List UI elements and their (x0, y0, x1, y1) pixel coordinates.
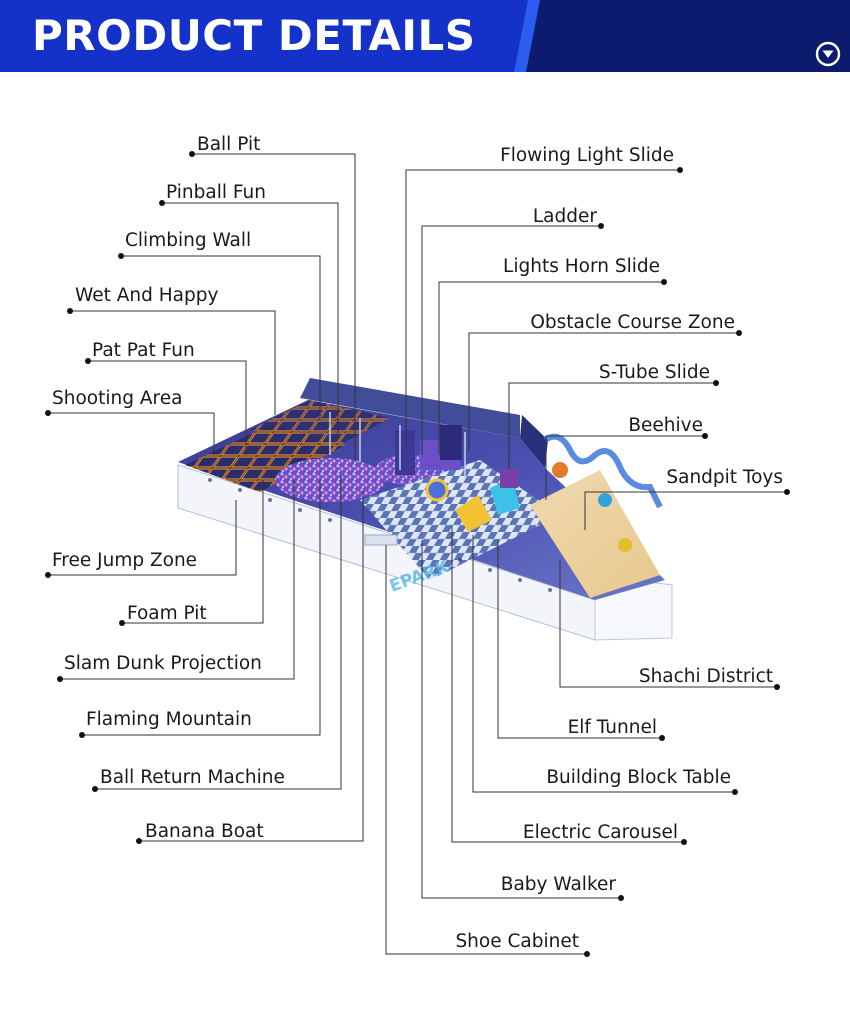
leader-ball-pit (192, 153, 356, 460)
banner-accent-stripe (514, 0, 540, 72)
label-shachi-district: Shachi District (638, 666, 773, 687)
leader-pat-pat-fun (88, 360, 247, 455)
label-banana-boat: Banana Boat (145, 821, 264, 842)
page-title: PRODUCT DETAILS (32, 11, 476, 60)
chevron-down-circle-icon[interactable] (815, 41, 841, 67)
label-shooting-area: Shooting Area (52, 388, 183, 409)
leader-dots (45, 151, 790, 957)
label-sandpit-toys: Sandpit Toys (666, 467, 783, 488)
leader-shachi (559, 560, 777, 688)
leader-foam-pit (122, 480, 264, 624)
label-s-tube-slide: S-Tube Slide (598, 362, 710, 383)
leader-shooting-area (48, 412, 215, 455)
leader-lines (48, 153, 787, 955)
leader-building-block (472, 535, 735, 793)
header-banner (0, 0, 850, 72)
leader-flowing-light-slide (405, 169, 680, 445)
label-pat-pat-fun: Pat Pat Fun (92, 340, 195, 361)
label-baby-walker: Baby Walker (500, 874, 616, 895)
label-elf-tunnel: Elf Tunnel (567, 717, 657, 738)
leader-slam-dunk (60, 480, 295, 680)
label-ladder: Ladder (532, 206, 597, 227)
leader-free-jump-zone (48, 500, 237, 576)
label-slam-dunk-projection: Slam Dunk Projection (64, 653, 262, 674)
leader-lights-horn (438, 281, 664, 455)
label-obstacle-course-zone: Obstacle Course Zone (530, 312, 735, 333)
label-pinball-fun: Pinball Fun (166, 182, 266, 203)
leader-flaming-mountain (82, 480, 321, 736)
label-electric-carousel: Electric Carousel (522, 822, 678, 843)
label-flowing-light-slide: Flowing Light Slide (500, 145, 674, 166)
label-lights-horn-slide: Lights Horn Slide (503, 256, 660, 277)
banner-blue-band (0, 0, 528, 72)
leader-beehive (545, 435, 705, 500)
leader-s-tube (508, 382, 716, 470)
label-free-jump-zone: Free Jump Zone (52, 550, 198, 571)
leader-obstacle-course (468, 332, 739, 450)
label-ball-pit: Ball Pit (197, 134, 261, 155)
label-building-block-table: Building Block Table (546, 767, 731, 788)
playground-model (177, 378, 673, 641)
leader-climbing-wall (121, 255, 321, 420)
leader-baby-walker (421, 540, 621, 899)
label-ball-return-machine: Ball Return Machine (100, 767, 285, 788)
leader-pinball-fun (162, 202, 339, 440)
leader-ball-return (95, 475, 342, 790)
leader-shoe-cabinet (385, 545, 587, 955)
label-wet-and-happy: Wet And Happy (75, 285, 219, 306)
leader-electric-carousel (451, 525, 684, 843)
label-shoe-cabinet: Shoe Cabinet (455, 931, 579, 952)
leader-sandpit-toys (584, 491, 787, 530)
label-flaming-mountain: Flaming Mountain (86, 709, 252, 730)
leader-wet-and-happy (70, 310, 276, 415)
leader-banana-boat (139, 490, 364, 842)
leader-ladder (421, 225, 601, 455)
label-beehive: Beehive (628, 415, 703, 436)
label-foam-pit: Foam Pit (127, 603, 207, 624)
leader-elf-tunnel (497, 540, 662, 739)
label-climbing-wall: Climbing Wall (125, 230, 252, 251)
